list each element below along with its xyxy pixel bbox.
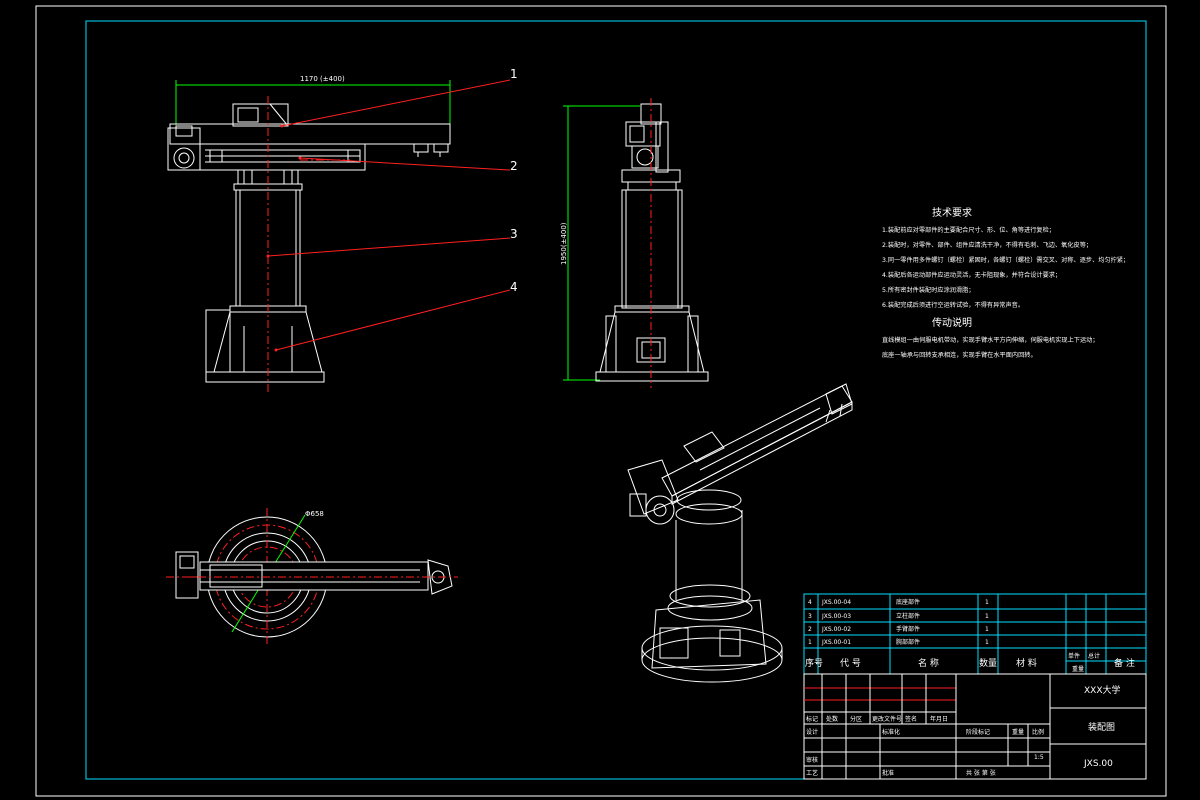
tb-process: 工艺 (806, 769, 818, 777)
tech-item-4: 4.装配后各运动部件应运动灵活，无卡阻现象，并符合设计要求； (882, 271, 1061, 279)
tb-weight: 重量 (1012, 728, 1024, 736)
bom-header-weight: 重量 (1072, 665, 1084, 673)
bom-header-remark: 备 注 (1114, 657, 1135, 669)
tb-mark: 标记 (806, 715, 818, 723)
tech-requirements: 技术要求 1.装配前应对零部件的主要配合尺寸、形、位、角等进行复检； 2.装配时… (882, 206, 1129, 359)
bom-table: 4 JXS.00-04 底座部件 1 3 JXS.00-03 立柱部件 1 2 … (803, 593, 1147, 675)
side-view: 1950(±400) (560, 98, 709, 388)
front-view: 1170 (±400) (167, 67, 518, 395)
bom-header-no: 序号 (805, 657, 823, 669)
tech-title: 技术要求 (932, 206, 972, 219)
tb-date: 年月日 (930, 715, 948, 723)
bom-header-name: 名 称 (918, 657, 939, 669)
bom-no-1: 4 (808, 599, 812, 606)
bom-qty-3: 1 (985, 626, 989, 633)
tb-school: XXX大学 (1084, 684, 1121, 696)
bom-code-2: JXS.00-03 (821, 613, 851, 620)
bom-name-2: 立柱部件 (896, 612, 920, 620)
bom-header-total: 总计 (1088, 652, 1100, 660)
dim-arm-length: 1170 (±400) (300, 75, 345, 83)
tb-scale-value: 1:5 (1034, 754, 1044, 761)
paper-edge (35, 5, 1167, 797)
bom-name-3: 手臂部件 (896, 625, 920, 633)
bom-no-3: 2 (808, 626, 812, 633)
tb-count: 处数 (826, 715, 838, 723)
bom-code-4: JXS.00-01 (821, 639, 851, 646)
tb-stage: 阶段标记 (966, 728, 990, 736)
bom-code-1: JXS.00-04 (821, 599, 851, 606)
callout-2: 2 (510, 159, 518, 173)
dim-height: 1950(±400) (560, 222, 568, 265)
bom-header-qty: 数量 (979, 657, 997, 669)
tb-drawing-code: JXS.00 (1083, 759, 1113, 769)
tech-item-5: 5.所有密封件装配时应涂润滑脂； (882, 286, 975, 294)
bom-qty-4: 1 (985, 639, 989, 646)
bom-code-3: JXS.00-02 (821, 626, 851, 633)
callout-3: 3 (510, 227, 518, 241)
note-2: 底座一轴承与回转支承相连，实现手臂在水平面内回转。 (882, 351, 1037, 359)
bom-no-2: 3 (808, 613, 812, 620)
tb-design: 设计 (806, 728, 818, 736)
title-block: 标记 处数 分区 更改文件号 签名 年月日 设计 标准化 阶段标记 重量 比例 … (803, 673, 1147, 780)
tb-sheet: 共 张 第 张 (966, 769, 996, 777)
callout-4: 4 (510, 280, 518, 294)
callout-1: 1 (510, 67, 518, 81)
tech-item-3: 3.同一零件用多件螺钉（螺栓）紧固时，各螺钉（螺栓）需交叉、对称、逐步、均匀拧紧… (882, 256, 1129, 264)
bom-qty-2: 1 (985, 613, 989, 620)
note-1: 直线模组一由伺服电机带动，实现手臂水平方向伸缩，伺服电机实现上下运动； (882, 336, 1099, 344)
top-view: Φ658 (166, 508, 458, 646)
tech-item-2: 2.装配时，对零件、部件、组件应清洗干净，不得有毛刺、飞边、氧化皮等； (882, 241, 1092, 249)
drawing-frame (85, 20, 1147, 780)
bom-name-1: 底座部件 (896, 598, 920, 606)
tb-approve: 批准 (882, 769, 894, 777)
bom-header-material: 材 料 (1016, 657, 1037, 669)
tb-change-no: 更改文件号 (872, 715, 902, 723)
notes-title: 传动说明 (932, 316, 972, 329)
tb-scale: 比例 (1032, 728, 1044, 736)
tech-item-6: 6.装配完成后须进行空运转试验，不得有异常声音。 (882, 301, 1024, 309)
tb-sign: 签名 (905, 715, 917, 723)
tb-zone: 分区 (850, 715, 862, 723)
tb-standard: 标准化 (882, 728, 900, 736)
bom-qty-1: 1 (985, 599, 989, 606)
bom-no-4: 1 (808, 639, 812, 646)
tb-review: 审核 (806, 756, 818, 764)
iso-view (627, 383, 853, 683)
bom-name-4: 腕部部件 (896, 638, 920, 646)
tb-drawing-name: 装配图 (1088, 721, 1115, 733)
bom-header-code: 代 号 (840, 658, 861, 669)
tech-item-1: 1.装配前应对零部件的主要配合尺寸、形、位、角等进行复检； (882, 226, 1055, 234)
bom-header-single: 单件 (1068, 652, 1080, 660)
dim-diameter: Φ658 (305, 510, 324, 518)
